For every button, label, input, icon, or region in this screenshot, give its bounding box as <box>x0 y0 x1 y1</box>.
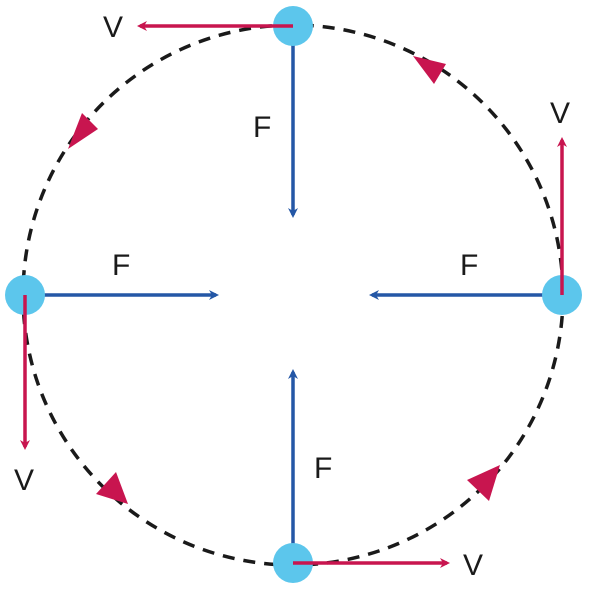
velocity-label-right: V <box>550 97 570 130</box>
velocity-label-top: V <box>103 11 123 44</box>
orbit-direction-arrows <box>68 56 500 504</box>
velocity-label-left: V <box>14 464 34 497</box>
force-label-top: F <box>253 111 271 144</box>
force-label-right: F <box>460 249 478 282</box>
velocity-vectors <box>20 21 567 568</box>
orbit-arrow-upper-right <box>413 56 446 84</box>
orbit-arrow-lower-left <box>96 472 128 504</box>
force-label-left: F <box>112 249 130 282</box>
force-vectors <box>25 30 560 562</box>
velocity-label-bottom: V <box>463 549 483 582</box>
labels: F V F V F V F V <box>14 11 570 582</box>
force-label-bottom: F <box>314 452 332 485</box>
orbit-arrow-lower-right <box>467 465 500 501</box>
orbit-arrow-upper-left <box>68 113 98 149</box>
